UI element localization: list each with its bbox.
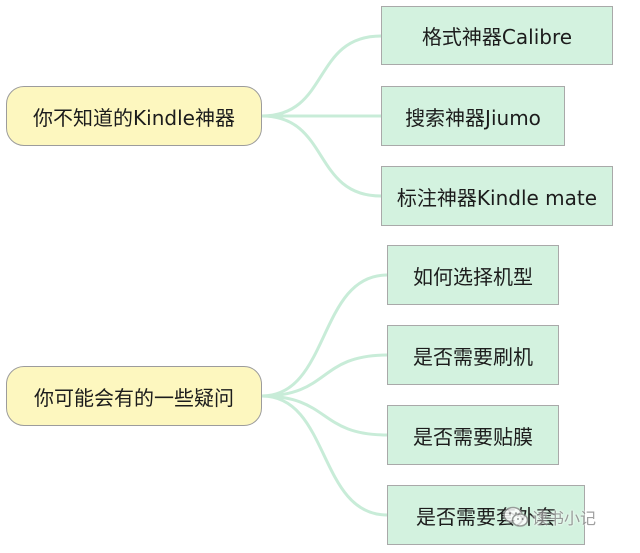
connector-line-2-1 — [260, 273, 389, 398]
connector-line-1-3 — [260, 114, 383, 198]
subtopic-node-jiumo: 搜索神器Jiumo — [381, 86, 565, 146]
subtopic-node-kindle-mate: 标注神器Kindle mate — [381, 166, 613, 226]
topic-label: 你可能会有的一些疑问 — [34, 385, 234, 410]
connector-line-2-3 — [260, 394, 389, 437]
connector-line-2-4 — [260, 394, 389, 517]
subtopic-label: 搜索神器Jiumo — [405, 105, 541, 130]
subtopic-node-cover: 是否需要套外套 — [387, 485, 585, 545]
connector-line-1-1 — [260, 34, 383, 118]
subtopic-label: 是否需要贴膜 — [413, 424, 533, 449]
subtopic-label: 格式神器Calibre — [421, 25, 573, 49]
subtopic-label: 如何选择机型 — [413, 264, 533, 289]
wechat-icon — [503, 506, 529, 527]
topic-node-kindle-tools: 你不知道的Kindle神器 — [6, 86, 262, 146]
subtopic-node-calibre: 格式神器Calibre — [381, 6, 613, 65]
topic-node-questions: 你可能会有的一些疑问 — [6, 366, 262, 426]
subtopic-label: 是否需要套外套 — [416, 504, 556, 529]
connector-line-2-2 — [260, 353, 389, 398]
watermark: 读书小记 — [503, 505, 596, 529]
watermark-text: 读书小记 — [532, 509, 597, 528]
subtopic-label: 是否需要刷机 — [413, 344, 533, 369]
subtopic-node-choose-model: 如何选择机型 — [387, 245, 559, 305]
subtopic-node-jailbreak: 是否需要刷机 — [387, 325, 559, 385]
subtopic-label: 标注神器Kindle mate — [396, 185, 598, 210]
subtopic-node-screen-film: 是否需要贴膜 — [387, 405, 559, 465]
topic-label: 你不知道的Kindle神器 — [33, 105, 235, 130]
